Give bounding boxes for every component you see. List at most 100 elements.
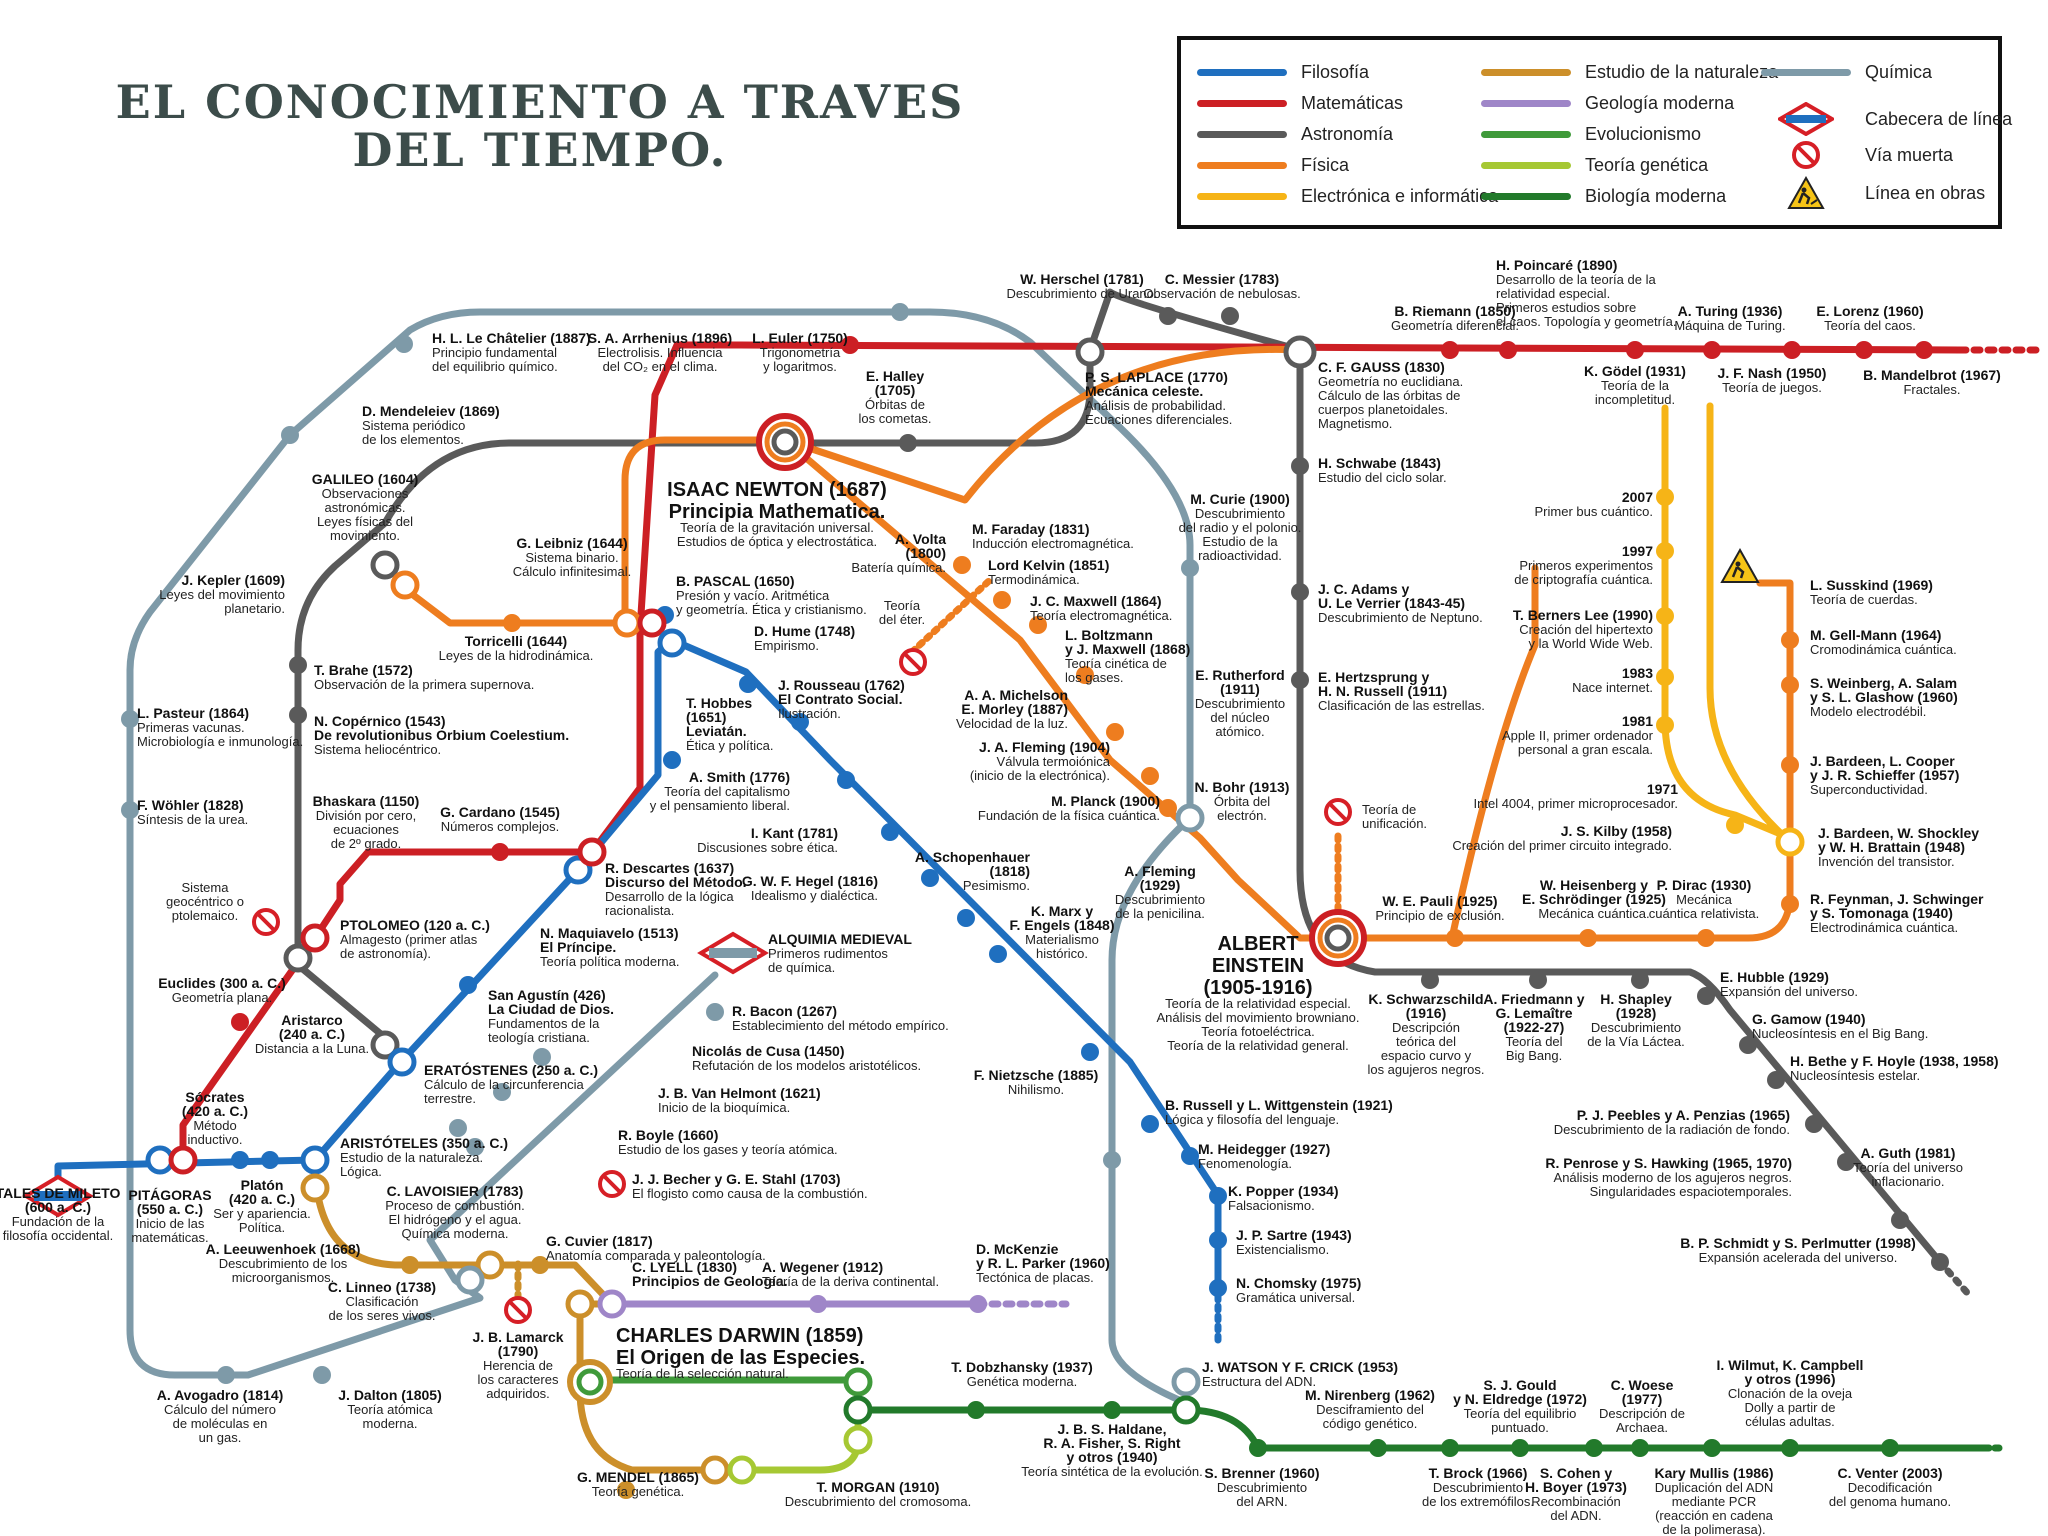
station-label-line: N. Bohr (1913)	[1195, 779, 1290, 795]
station-label-line: H. Shapley	[1600, 991, 1672, 1007]
station-label: A. Schopenhauer(1818)Pesimismo.	[915, 849, 1031, 893]
station-label-line: F. Wöhler (1828)	[137, 797, 244, 813]
station-label-line: Teoría del caos.	[1824, 318, 1916, 333]
station-label-line: B. Russell y L. Wittgenstein (1921)	[1165, 1097, 1393, 1113]
station-label-line: A. Fleming	[1124, 863, 1196, 879]
station-label-line: Principio de exclusión.	[1375, 908, 1504, 923]
station-label-line: I. Wilmut, K. Campbell	[1717, 1357, 1864, 1373]
station-label-line: E. Lorenz (1960)	[1816, 303, 1923, 319]
station-label-line: M. Heidegger (1927)	[1198, 1141, 1330, 1157]
station-label-line: Leviatán.	[686, 723, 747, 739]
station-label-line: L. Pasteur (1864)	[137, 705, 249, 721]
legend-item-biologia: Biología moderna	[1481, 186, 1726, 207]
station-label-line: W. Herschel (1781)	[1020, 271, 1144, 287]
station-label-line: Nace internet.	[1572, 680, 1653, 695]
station-label-line: Batería química.	[851, 560, 946, 575]
station-label-line: del genoma humano.	[1829, 1494, 1951, 1509]
line-naturaleza	[311, 1156, 744, 1474]
station-label-line: personal a gran escala.	[1518, 742, 1653, 757]
station-label-line: Euclides (300 a. C.)	[158, 975, 286, 991]
station-label-line: Big Bang.	[1506, 1048, 1562, 1063]
station-label-line: Descubrimiento de Urano.	[1006, 286, 1157, 301]
station-label-line: C. LAVOISIER (1783)	[387, 1183, 524, 1199]
station-label-line: de los seres vivos.	[329, 1308, 436, 1323]
station-label-line: células adultas.	[1745, 1414, 1835, 1429]
station-label-line: 1981	[1622, 713, 1653, 729]
station-label: J. S. Kilby (1958)Creación del primer ci…	[1452, 823, 1672, 853]
station-label-line: R. A. Fisher, S. Right	[1043, 1435, 1181, 1451]
station-label-line: J. A. Fleming (1904)	[979, 739, 1110, 755]
station-label-line: H. Bethe y F. Hoyle (1938, 1958)	[1790, 1053, 1999, 1069]
legend-item-naturaleza: Estudio de la naturaleza	[1481, 62, 1778, 83]
interchanges	[145, 337, 1805, 1485]
station-label-line: del radio y el polonio.	[1179, 520, 1302, 535]
station-label-line: J. Bardeen, W. Shockley	[1818, 825, 1979, 841]
station-label-line: Distancia a la Luna.	[255, 1041, 369, 1056]
station-label-line: del ADN.	[1550, 1508, 1601, 1523]
station-label-line: Primeras vacunas.	[137, 720, 245, 735]
station-label-line: y otros (1996)	[1744, 1371, 1835, 1387]
station-label-line: de la penicilina.	[1115, 906, 1205, 921]
station-label-line: (1929)	[1140, 877, 1180, 893]
station-label-line: los gases.	[1065, 670, 1124, 685]
station-label-line: Fundación de la	[12, 1214, 105, 1229]
station-label-line: (420 a. C.)	[182, 1103, 248, 1119]
station-label-line: T. Dobzhansky (1937)	[951, 1359, 1093, 1375]
station-label-line: Platón	[241, 1177, 284, 1193]
construction-icon	[1720, 547, 1760, 583]
station-label-line: Descubrimiento de la radiación de fondo.	[1554, 1122, 1790, 1137]
station-label-line: C. Linneo (1738)	[328, 1279, 436, 1295]
station-label-line: Clonación de la oveja	[1728, 1386, 1853, 1401]
legend-label: Teoría genética	[1585, 155, 1709, 175]
station-label-line: R. Penrose y S. Hawking (1965, 1970)	[1545, 1155, 1792, 1171]
station-label-line: Mecánica celeste.	[1085, 383, 1203, 399]
station-label-line: M. Faraday (1831)	[972, 521, 1090, 537]
station-label-line: y J. Maxwell (1868)	[1065, 641, 1190, 657]
station-label: J. F. Nash (1950)Teoría de juegos.	[1718, 365, 1827, 395]
station-label-line: Kary Mullis (1986)	[1654, 1465, 1773, 1481]
station-label-line: Teoría atómica	[347, 1402, 433, 1417]
station-label-line: (1818)	[990, 863, 1030, 879]
station-label-line: Herencia de	[483, 1358, 553, 1373]
station-label-line: de química.	[768, 960, 835, 975]
station-label-line: astronómicas.	[325, 500, 406, 515]
station-label: Bhaskara (1150)División por cero,ecuacio…	[313, 793, 420, 851]
station-label-line: E. Rutherford	[1195, 667, 1284, 683]
station-label: R. Bacon (1267)Establecimiento del métod…	[732, 1003, 949, 1033]
station-label-line: Desarrollo de la lógica	[605, 889, 734, 904]
station-label-line: L. Boltzmann	[1065, 627, 1153, 643]
station-label-line: Estudio de la	[1202, 534, 1278, 549]
station-label-line: A. Leeuwenhoek (1668)	[206, 1241, 361, 1257]
line-astronomia-end	[1936, 1258, 1974, 1300]
station-label-line: ptolemaico.	[172, 908, 238, 923]
line-swatch	[1481, 100, 1571, 107]
station-label-line: Fenomenología.	[1198, 1156, 1292, 1171]
station-label-line: Mecánica cuántica.	[1538, 906, 1649, 921]
station-label-line: mediante PCR	[1672, 1494, 1757, 1509]
station-label-line: y W. H. Brattain (1948)	[1818, 839, 1965, 855]
station-label-line: (1705)	[875, 382, 915, 398]
line-swatch	[1197, 193, 1287, 200]
station-label-line: EINSTEIN	[1212, 955, 1304, 977]
station-label-line: M. Nirenberg (1962)	[1305, 1387, 1435, 1403]
station-label-line: Principios de Geología.	[632, 1273, 788, 1289]
station-label: J. J. Becher y G. E. Stahl (1703)El flog…	[632, 1171, 868, 1201]
station-label-line: J. J. Becher y G. E. Stahl (1703)	[632, 1171, 841, 1187]
station-label-line: cuántica relativista.	[1649, 906, 1760, 921]
station-label: M. Gell-Mann (1964)Cromodinámica cuántic…	[1810, 627, 1957, 657]
station-label-line: (600 a. C.)	[25, 1199, 91, 1215]
station-label-line: P. Dirac (1930)	[1657, 877, 1752, 893]
